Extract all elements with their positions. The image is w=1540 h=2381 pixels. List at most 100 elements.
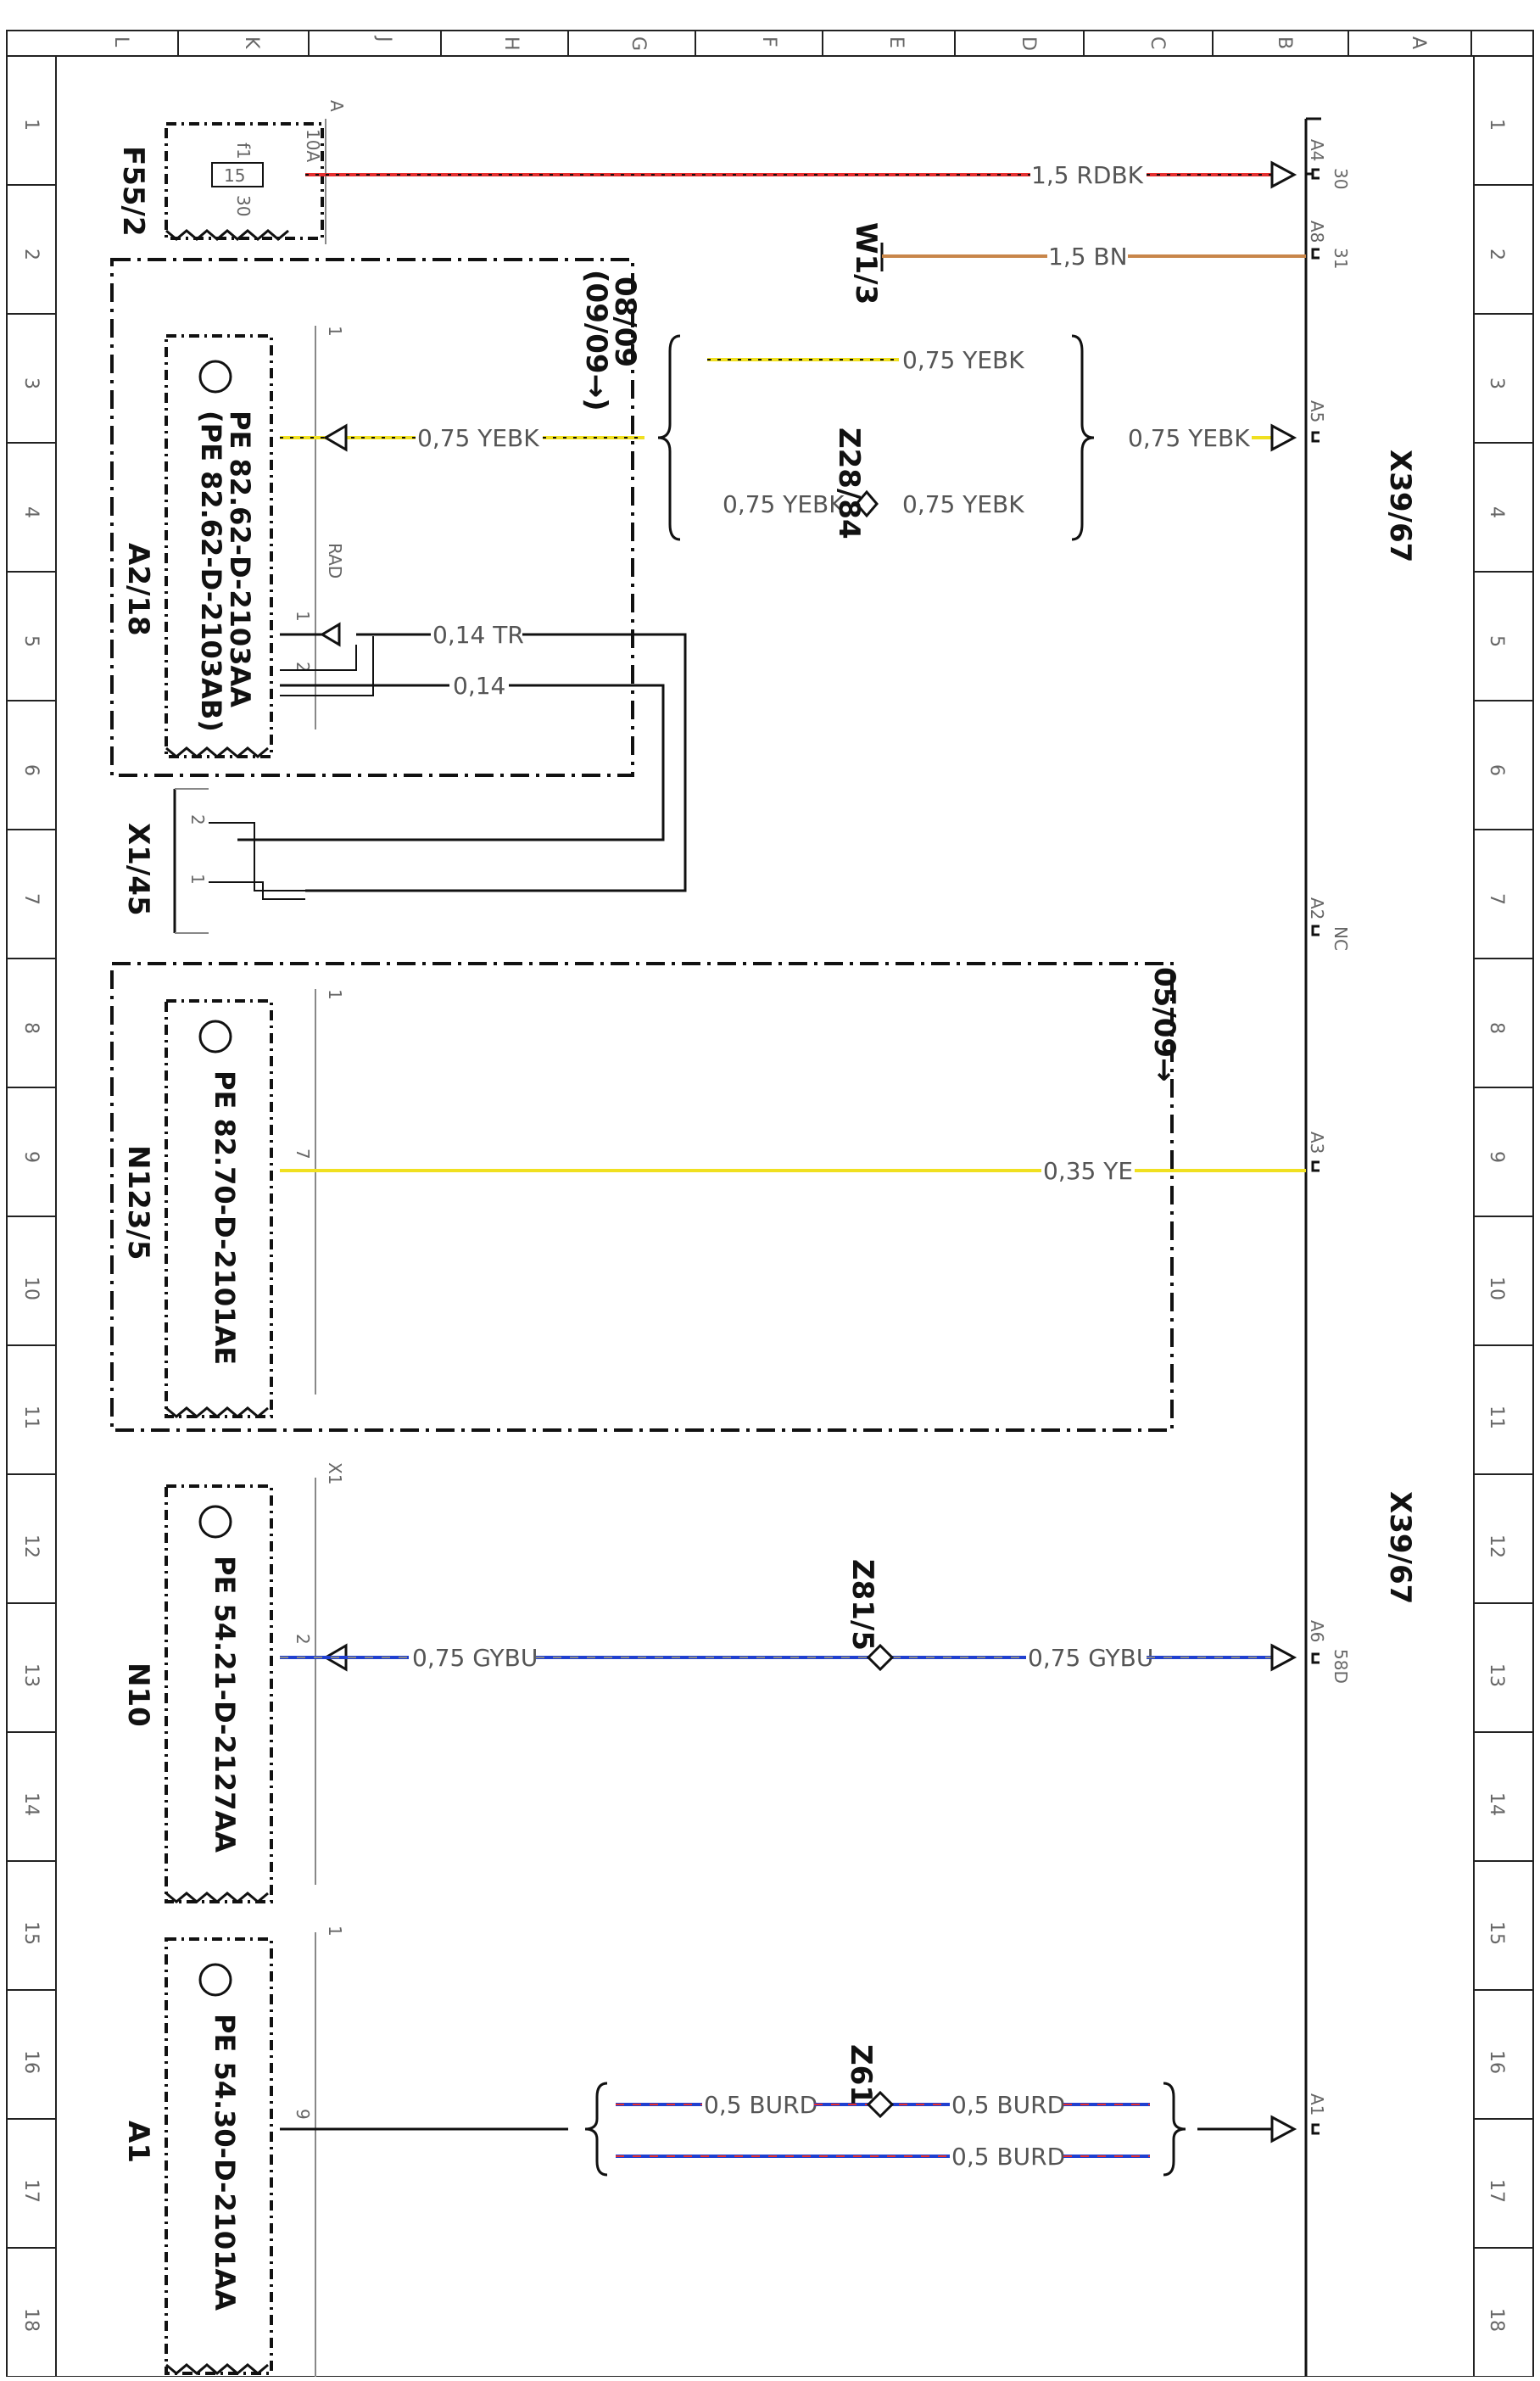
wire-tr: 0,14 TR 0,14 — [237, 621, 687, 892]
wire-label-yebk: 0,75 YEBK — [902, 346, 1024, 374]
connector-x1-45: 2 1 X1/45 — [121, 788, 305, 934]
col-label: J — [373, 35, 394, 42]
row-label: 2 — [1486, 249, 1507, 260]
pin-a4: A4 — [1307, 139, 1327, 161]
n1235-note: 05/09→ — [1147, 967, 1181, 1082]
wire-label-yebk: 0,75 YEBK — [723, 490, 845, 518]
row-label: 4 — [1486, 506, 1507, 518]
a218-label: A2/18 — [121, 543, 155, 636]
fuse-rating: 10A — [303, 129, 323, 162]
pin-a6: A6 — [1307, 1620, 1327, 1642]
wire-label-tr: 0,14 TR — [432, 621, 524, 649]
row-label: 5 — [20, 635, 42, 647]
x145-label: X1/45 — [121, 823, 155, 916]
row-label: 4 — [20, 506, 42, 518]
row-label: 11 — [1486, 1406, 1507, 1429]
row-labels-right: 1 2 3 4 5 6 7 8 9 10 11 12 13 14 15 16 1… — [1486, 119, 1507, 2332]
connector-label-bottom: X39/67 — [1383, 1491, 1417, 1604]
test-probe-icon — [198, 1505, 232, 1539]
a1-pin-top: 1 — [325, 1925, 345, 1937]
row-label: 5 — [1486, 635, 1507, 647]
wire-label-burd: 0,5 BURD — [951, 2143, 1065, 2171]
n1235-pin7: 7 — [293, 1149, 313, 1160]
wire-label-rdbk: 1,5 RDBK — [1031, 161, 1144, 189]
col-label: F — [758, 36, 779, 48]
a1-pin9: 9 — [293, 2109, 313, 2120]
connector-label-top: X39/67 — [1383, 450, 1417, 562]
wire-label-yebk: 0,75 YEBK — [1128, 424, 1250, 452]
pin-a1: A1 — [1307, 2093, 1327, 2116]
pin-a2: A2 — [1307, 897, 1327, 919]
z61-label: Z61 — [844, 2044, 878, 2105]
row-label: 8 — [1486, 1022, 1507, 1034]
wire-ye: 0,35 YE — [280, 1157, 1306, 1185]
n1235-label: N123/5 — [121, 1145, 155, 1260]
row-label: 13 — [1486, 1663, 1507, 1687]
a218-pe2: (PE 82.62-D-2103AB) — [195, 411, 227, 732]
row-label: 9 — [20, 1151, 42, 1163]
n1235-pe: PE 82.70-D-2101AE — [209, 1070, 241, 1365]
a1-pe: PE 54.30-D-2101AA — [209, 2014, 241, 2311]
row-label: 7 — [20, 893, 42, 905]
wire-label-burd: 0,5 BURD — [951, 2091, 1065, 2119]
test-probe-icon — [198, 360, 232, 394]
wire-label-bn: 1,5 BN — [1048, 243, 1128, 271]
wire-yebk-a218: 0,75 YEBK — [280, 423, 644, 452]
fuse-f55-2: 15 f1 30 10A A F55/2 — [116, 100, 347, 244]
fuse-pin-out: 30 — [233, 195, 254, 216]
col-label: D — [1018, 36, 1039, 51]
a218-rad: RAD — [325, 543, 345, 578]
col-label: G — [628, 36, 649, 51]
wire-label-yebk: 0,75 YEBK — [417, 424, 539, 452]
ground-w1-3: W1/3 1,5 BN — [849, 222, 1306, 305]
pin-a5: A5 — [1307, 400, 1327, 422]
row-label: 6 — [20, 764, 42, 776]
module-n10: X1 2 PE 54.21-D-2127AA N10 — [121, 1462, 345, 1903]
a1-label: A1 — [121, 2121, 155, 2163]
col-label: A — [1408, 36, 1429, 49]
wire-label-burd: 0,5 BURD — [704, 2091, 817, 2119]
n10-pin-top: X1 — [325, 1462, 345, 1484]
x145-pin2: 2 — [187, 814, 208, 825]
n10-pe: PE 54.21-D-2127AA — [209, 1556, 241, 1853]
column-labels: A B C D E F G H J K L — [110, 35, 1429, 51]
wire-rdbk: 1,5 RDBK — [305, 160, 1297, 189]
test-probe-icon — [198, 1020, 232, 1054]
row-labels-left: 1 2 3 4 5 6 7 8 9 10 11 12 13 14 15 16 1… — [20, 119, 42, 2332]
col-label: H — [500, 36, 522, 51]
row-label: 18 — [20, 2308, 42, 2332]
col-label: E — [885, 36, 907, 48]
z815-label: Z81/5 — [845, 1559, 879, 1651]
fuse-tag: A — [326, 100, 347, 112]
wire-label-ye: 0,35 YE — [1043, 1157, 1133, 1185]
n10-pin2: 2 — [293, 1634, 313, 1645]
splice-z28-84: 0,75 YEBK 0,75 YEBK 0,75 YEBK Z28/84 0,7… — [657, 334, 1297, 541]
row-label: 6 — [1486, 764, 1507, 776]
wire-label-gybu: 0,75 GYBU — [412, 1644, 538, 1672]
col-label: C — [1147, 36, 1168, 49]
row-label: 16 — [20, 2050, 42, 2074]
connector-x39-67: X39/67 X39/67 A4 30 A8 31 A5 A2 NC A3 A6… — [1304, 117, 1417, 2377]
pin-a8-fn: 31 — [1331, 248, 1351, 269]
module-n123-5: 1 7 PE 82.70-D-2101AE N123/5 05/09→ — [110, 962, 1181, 1432]
a218-note2: (09/09→) — [579, 270, 613, 411]
col-label: B — [1274, 36, 1295, 49]
row-label: 9 — [1486, 1151, 1507, 1163]
col-label: K — [241, 36, 262, 49]
x145-pin1: 1 — [187, 874, 208, 885]
module-a2-18: 1 RAD 1 2 PE 82.62-D-2103AA (PE 82.62-D-… — [110, 258, 642, 777]
z2884-label: Z28/84 — [832, 428, 866, 539]
row-label: 17 — [1486, 2179, 1507, 2203]
fuse-pin-in: f1 — [233, 143, 254, 159]
row-label: 16 — [1486, 2050, 1507, 2074]
row-label: 13 — [20, 1663, 42, 1687]
test-probe-icon — [198, 1963, 232, 1997]
pin-a2-fn: NC — [1331, 926, 1351, 951]
row-label: 1 — [1486, 119, 1507, 131]
col-label: L — [110, 36, 131, 48]
a218-note: 08/09 — [608, 277, 642, 367]
fuse-label: F55/2 — [116, 146, 150, 237]
n1235-pin-top: 1 — [325, 989, 345, 1000]
fuse-number: 15 — [224, 165, 245, 186]
